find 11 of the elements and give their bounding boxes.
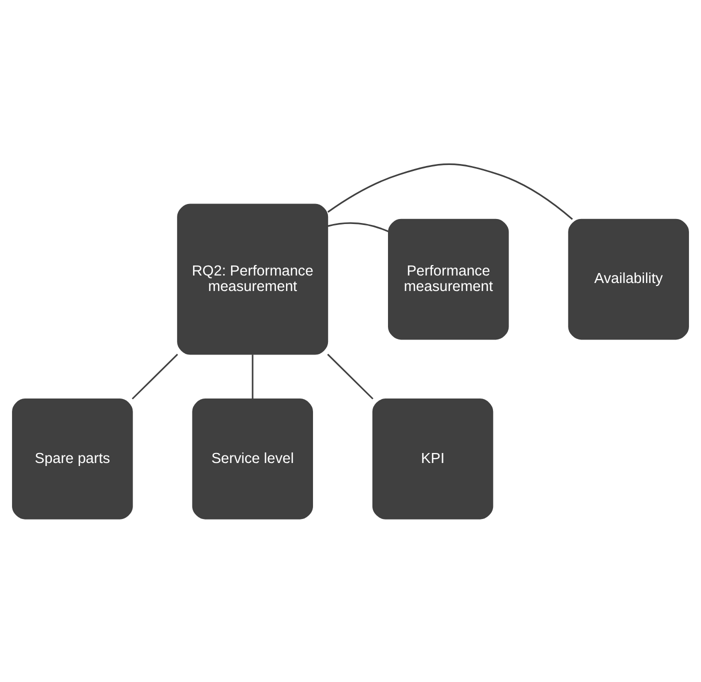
connector — [132, 353, 178, 399]
node-box: KPI — [372, 398, 494, 519]
connector — [328, 222, 388, 232]
node-box: Service level — [192, 398, 313, 519]
node-box: RQ2: Performance measurement — [177, 203, 328, 354]
node-box: Performance measurement — [388, 218, 509, 340]
node-box: Spare parts — [12, 398, 133, 519]
connector — [252, 354, 254, 399]
connector — [327, 162, 573, 220]
node-box: Availability — [568, 218, 689, 340]
connector — [327, 353, 374, 399]
